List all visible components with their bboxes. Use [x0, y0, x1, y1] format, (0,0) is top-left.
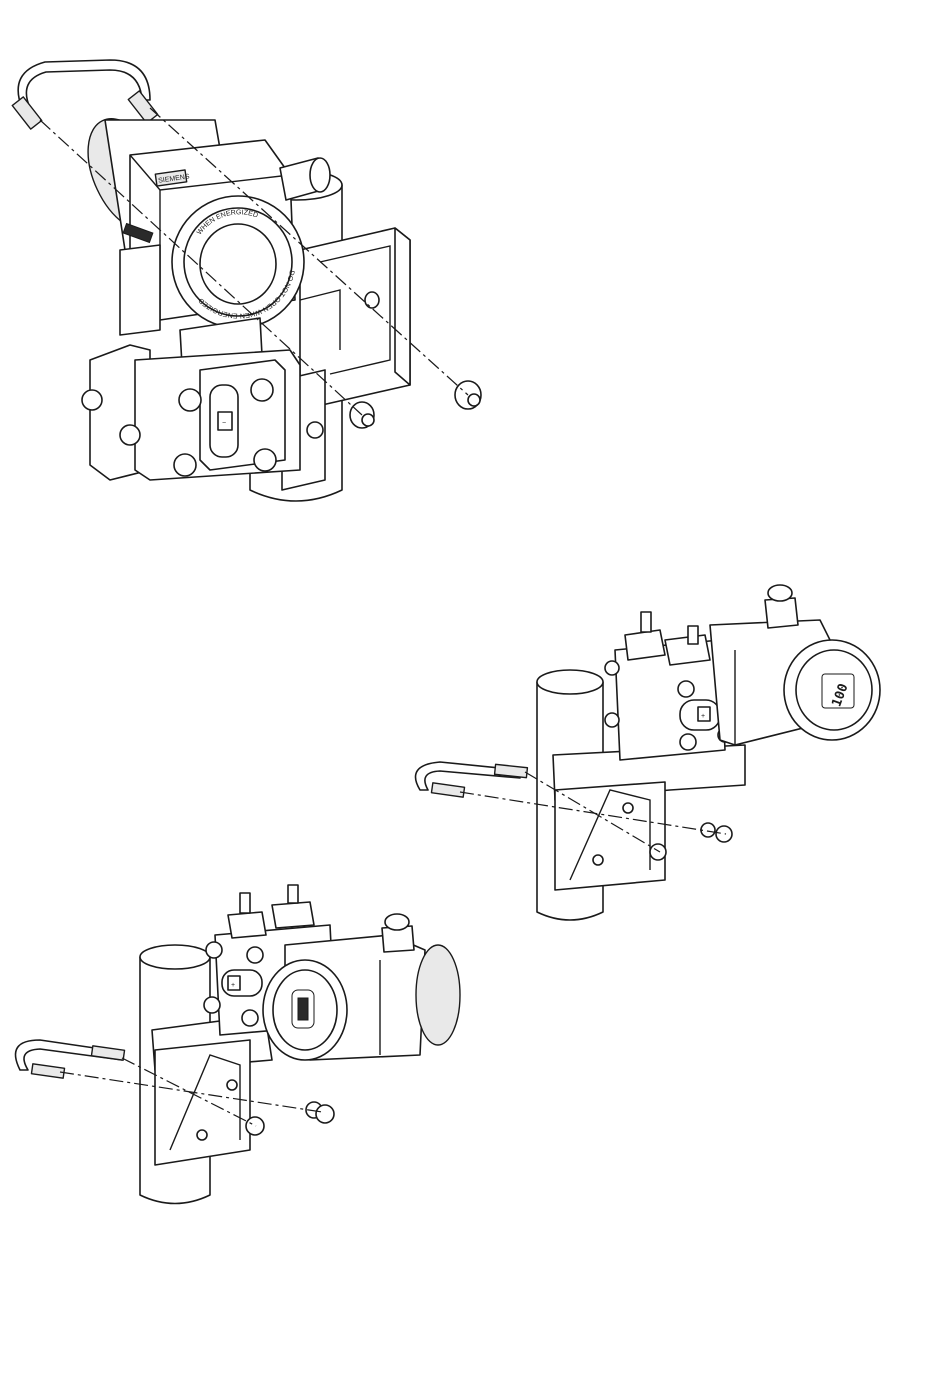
nut-with-washer [306, 1102, 334, 1123]
nut-with-washer [650, 844, 666, 860]
u-bolt [12, 60, 158, 129]
bracket-hole [365, 292, 379, 308]
front-cover: 100 [784, 640, 880, 740]
mounting-bracket [152, 1015, 272, 1165]
figure-2-transmitter-pipe-mount: + 100 [416, 585, 881, 920]
sensor-flanges: − [82, 345, 323, 480]
cable-gland [765, 585, 798, 628]
figure-1-transmitter-pipe-mount: SIEMENS WHEN ENERGIZED DO NOT OPEN WHEN … [12, 60, 481, 501]
front-cover: WHEN ENERGIZED DO NOT OPEN WHEN ENERGIZE… [172, 196, 304, 328]
cable-gland [382, 914, 414, 952]
u-bolt [416, 762, 528, 797]
sensor-sign: − [222, 420, 226, 427]
mounting-bracket [553, 745, 745, 890]
u-bolt [16, 1040, 125, 1078]
figure-3-transmitter-pipe-mount: + [16, 885, 461, 1204]
sensor-sign: + [701, 713, 705, 720]
sensor-sign: + [231, 982, 235, 989]
front-cover [263, 960, 347, 1060]
nut-with-washer [246, 1117, 264, 1135]
transmitter-housing: + 100 [605, 585, 880, 760]
transmitter-housing: + [204, 885, 460, 1060]
